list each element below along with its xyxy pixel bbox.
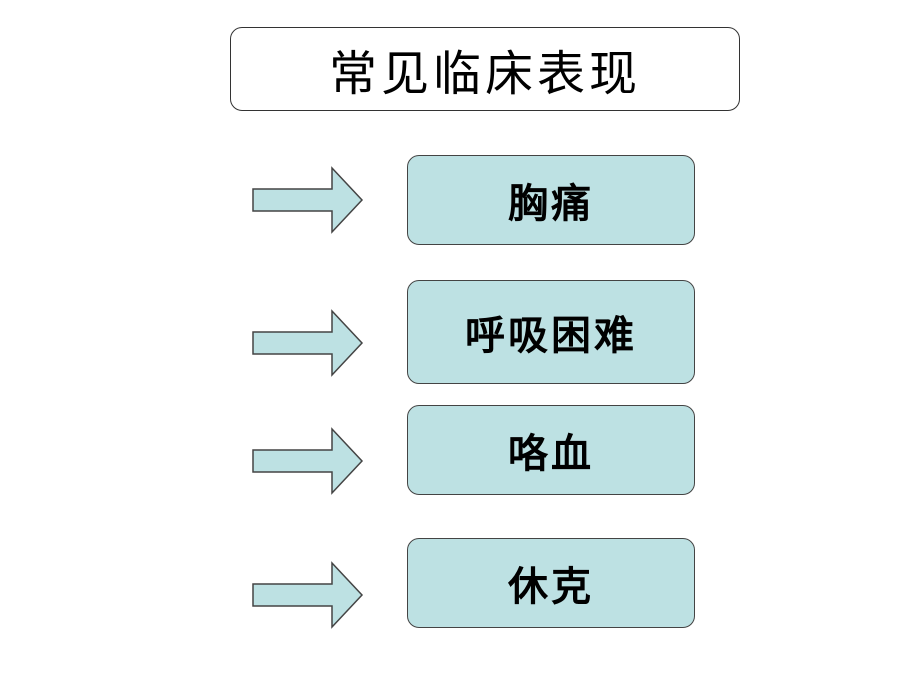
right-arrow-icon [252,166,364,234]
item-box-chest-pain: 胸痛 [407,155,695,245]
item-label: 胸痛 [508,180,594,227]
item-box-hemoptysis: 咯血 [407,405,695,495]
item-label: 休克 [508,563,594,610]
right-arrow-icon [252,427,364,495]
item-label: 咯血 [508,430,594,477]
right-arrow-icon [252,309,364,377]
item-label: 呼吸困难 [465,312,637,359]
item-box-shock: 休克 [407,538,695,628]
title-text: 常见临床表现 [328,46,641,102]
item-box-dyspnea: 呼吸困难 [407,280,695,384]
right-arrow-icon [252,561,364,629]
title-box: 常见临床表现 [230,27,740,111]
